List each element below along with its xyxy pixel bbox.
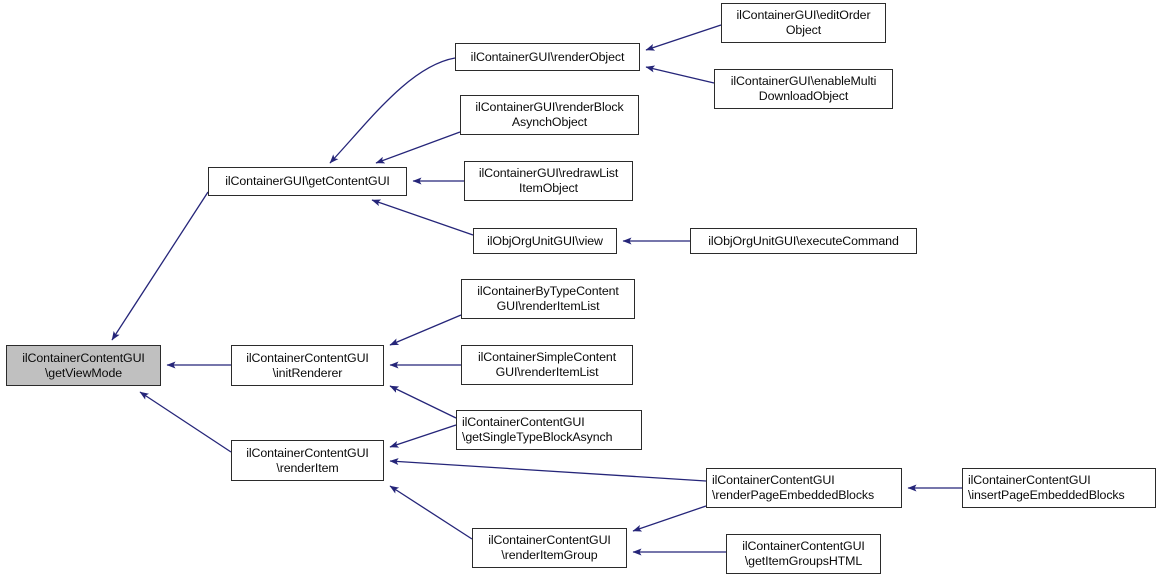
- graph-node-renderPageEmbeddedBlocks[interactable]: ilContainerContentGUI \renderPageEmbedde…: [706, 468, 902, 508]
- graph-node-label-getViewMode: ilContainerContentGUI \getViewMode: [22, 350, 145, 380]
- graph-node-byTypeRenderItemList[interactable]: ilContainerByTypeContent GUI\renderItemL…: [461, 279, 635, 319]
- edge-getContentGUI-to-getViewMode: [111, 191, 209, 341]
- graph-node-label-renderObject: ilContainerGUI\renderObject: [470, 49, 625, 64]
- edge-renderBlockAsynchObject-to-getContentGUI: [375, 131, 461, 164]
- graph-node-label-editOrderObject: ilContainerGUI\editOrder Object: [736, 8, 871, 37]
- graph-node-getViewMode[interactable]: ilContainerContentGUI \getViewMode: [6, 345, 161, 386]
- graph-node-label-renderItemGroup: ilContainerContentGUI \renderItemGroup: [488, 533, 611, 562]
- graph-node-insertPageEmbeddedBlocks[interactable]: ilContainerContentGUI \insertPageEmbedde…: [962, 468, 1156, 508]
- edge-getSingleTypeBlockAsynch-to-renderItem: [389, 424, 457, 448]
- graph-node-getSingleTypeBlockAsynch[interactable]: ilContainerContentGUI \getSingleTypeBloc…: [456, 410, 642, 450]
- edge-renderPageEmbeddedBlocks-to-renderItem: [389, 458, 707, 482]
- graph-node-orgUnitView[interactable]: ilObjOrgUnitGUI\view: [473, 228, 617, 254]
- graph-node-label-renderItem: ilContainerContentGUI \renderItem: [246, 445, 369, 475]
- graph-node-label-renderPageEmbeddedBlocks: ilContainerContentGUI \renderPageEmbedde…: [712, 473, 875, 502]
- graph-node-renderItemGroup[interactable]: ilContainerContentGUI \renderItemGroup: [472, 528, 627, 568]
- graph-node-label-orgUnitExecuteCommand: ilObjOrgUnitGUI\executeCommand: [708, 233, 899, 248]
- edge-editOrderObject-to-renderObject: [645, 24, 722, 51]
- graph-node-label-getSingleTypeBlockAsynch: ilContainerContentGUI \getSingleTypeBloc…: [462, 415, 613, 444]
- edge-renderItemGroup-to-renderPageEmbeddedBlocks: [632, 505, 707, 532]
- graph-node-renderObject[interactable]: ilContainerGUI\renderObject: [455, 43, 640, 71]
- graph-node-simpleRenderItemList[interactable]: ilContainerSimpleContent GUI\renderItemL…: [461, 345, 633, 385]
- graph-node-label-renderBlockAsynchObject: ilContainerGUI\renderBlock AsynchObject: [475, 100, 624, 129]
- edge-renderObject-to-getContentGUI: [329, 57, 456, 164]
- edge-getSingleTypeBlockAsynch-to-initRenderer: [389, 385, 457, 419]
- edge-byTypeRenderItemList-to-initRenderer: [389, 314, 462, 346]
- graph-node-label-initRenderer: ilContainerContentGUI \initRenderer: [246, 350, 369, 380]
- graph-node-label-enableMultiDownloadObject: ilContainerGUI\enableMulti DownloadObjec…: [730, 74, 877, 103]
- graph-node-orgUnitExecuteCommand[interactable]: ilObjOrgUnitGUI\executeCommand: [690, 228, 917, 254]
- graph-node-enableMultiDownloadObject[interactable]: ilContainerGUI\enableMulti DownloadObjec…: [714, 69, 893, 109]
- edge-renderItemGroup-to-renderItem: [389, 485, 473, 540]
- edge-renderItem-to-getViewMode: [139, 391, 232, 453]
- graph-node-redrawListItemObject[interactable]: ilContainerGUI\redrawList ItemObject: [464, 161, 633, 201]
- graph-node-label-orgUnitView: ilObjOrgUnitGUI\view: [487, 233, 603, 248]
- graph-node-renderBlockAsynchObject[interactable]: ilContainerGUI\renderBlock AsynchObject: [460, 95, 639, 135]
- graph-node-getContentGUI[interactable]: ilContainerGUI\getContentGUI: [208, 167, 407, 196]
- graph-node-getItemGroupsHTML[interactable]: ilContainerContentGUI \getItemGroupsHTML: [726, 534, 881, 574]
- edge-orgUnitView-to-getContentGUI: [371, 199, 474, 236]
- graph-node-initRenderer[interactable]: ilContainerContentGUI \initRenderer: [231, 345, 384, 386]
- graph-node-label-simpleRenderItemList: ilContainerSimpleContent GUI\renderItemL…: [477, 350, 617, 379]
- graph-node-editOrderObject[interactable]: ilContainerGUI\editOrder Object: [721, 3, 886, 43]
- graph-node-label-redrawListItemObject: ilContainerGUI\redrawList ItemObject: [478, 166, 619, 195]
- graph-node-label-insertPageEmbeddedBlocks: ilContainerContentGUI \insertPageEmbedde…: [968, 473, 1125, 502]
- graph-node-renderItem[interactable]: ilContainerContentGUI \renderItem: [231, 440, 384, 481]
- graph-node-label-getItemGroupsHTML: ilContainerContentGUI \getItemGroupsHTML: [742, 539, 865, 568]
- graph-node-label-byTypeRenderItemList: ilContainerByTypeContent GUI\renderItemL…: [477, 284, 619, 313]
- graph-node-label-getContentGUI: ilContainerGUI\getContentGUI: [225, 174, 390, 188]
- edge-enableMultiDownloadObject-to-renderObject: [645, 65, 715, 84]
